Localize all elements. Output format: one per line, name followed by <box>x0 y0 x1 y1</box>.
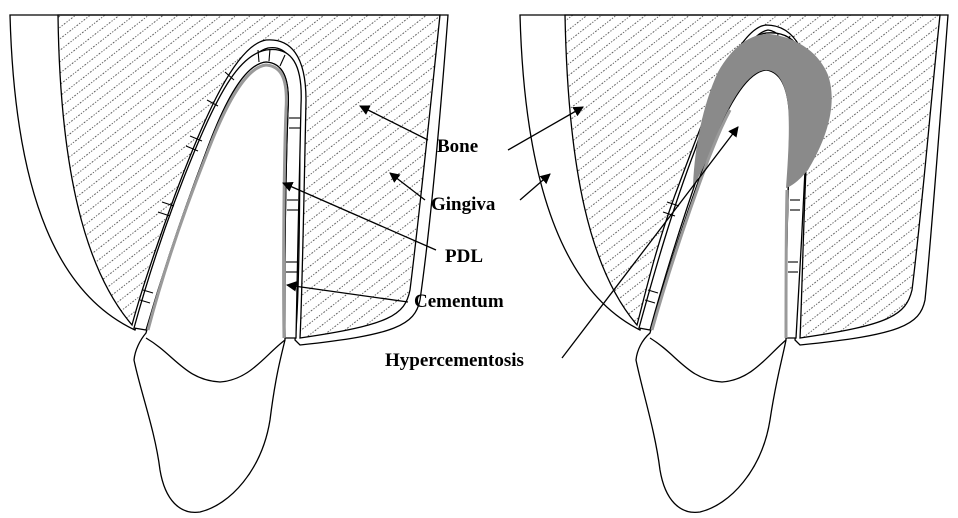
label-cementum: Cementum <box>414 291 504 312</box>
label-gingiva: Gingiva <box>431 194 496 215</box>
normal-tooth <box>10 15 448 512</box>
hypercementosis-tooth <box>520 15 948 512</box>
label-pdl: PDL <box>445 246 483 267</box>
label-bone: Bone <box>437 136 478 157</box>
label-hypercementosis: Hypercementosis <box>385 350 524 371</box>
cementum-layer-right-lower <box>786 190 787 338</box>
